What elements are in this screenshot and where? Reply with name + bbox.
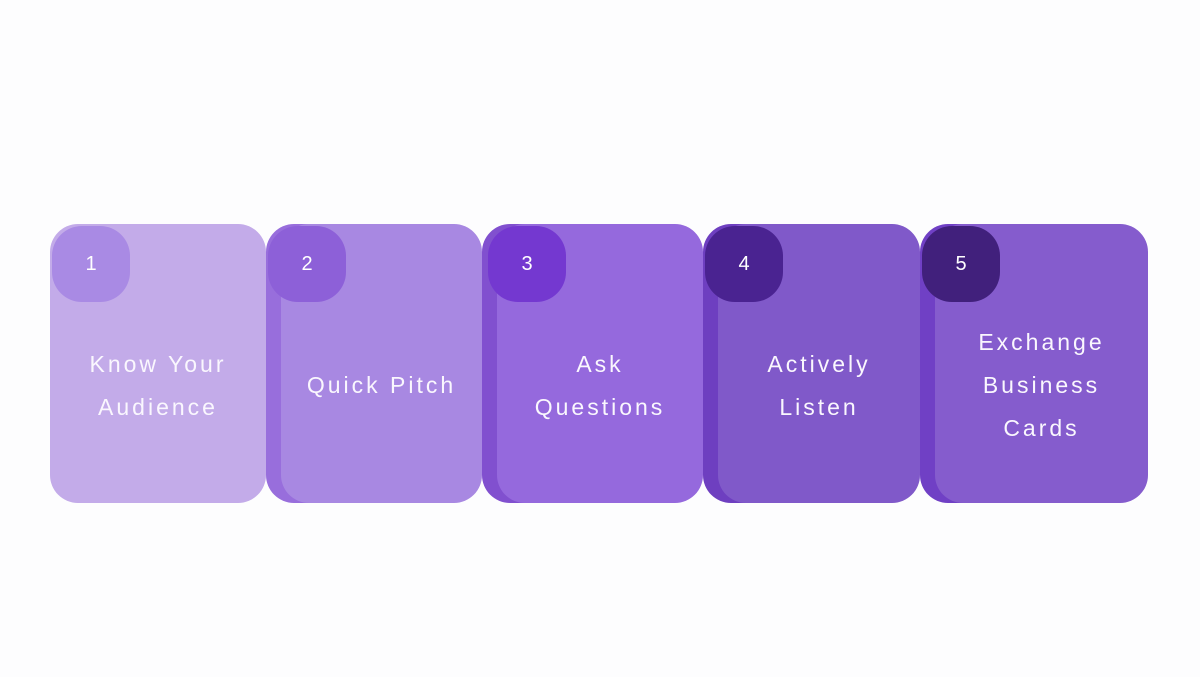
step-card-2: Quick Pitch 2 xyxy=(266,224,482,503)
step-1-number-badge: 1 xyxy=(52,226,130,302)
step-2-title: Quick Pitch xyxy=(306,372,457,398)
step-1-number: 1 xyxy=(85,252,97,275)
step-card-3: Ask Questions 3 xyxy=(482,224,703,503)
step-1-title: Know Your Audience xyxy=(89,350,227,420)
step-3-number-badge: 3 xyxy=(488,226,566,302)
step-3-title: Ask Questions xyxy=(534,350,666,420)
step-card-5: Exchange Business Cards 5 xyxy=(920,224,1148,503)
step-5-number: 5 xyxy=(955,252,967,275)
step-card-1: Know Your Audience 1 xyxy=(50,224,266,503)
step-card-4: Actively Listen 4 xyxy=(703,224,920,503)
step-5-number-badge: 5 xyxy=(922,226,1000,302)
step-2-number-badge: 2 xyxy=(268,226,346,302)
step-3-number: 3 xyxy=(521,252,533,275)
step-4-number: 4 xyxy=(738,252,750,275)
step-4-number-badge: 4 xyxy=(705,226,783,302)
step-2-number: 2 xyxy=(301,252,313,275)
step-4-title: Actively Listen xyxy=(767,350,871,420)
step-5-title: Exchange Business Cards xyxy=(978,329,1105,441)
